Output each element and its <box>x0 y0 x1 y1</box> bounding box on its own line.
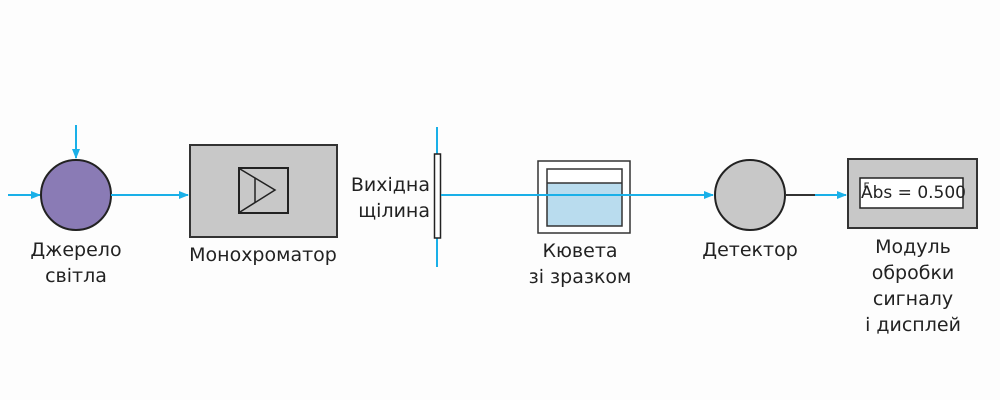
cuvette-liquid <box>547 183 622 226</box>
slit-label-line1: Вихідна <box>350 174 430 196</box>
display-value: Abs = 0.500 <box>861 183 966 203</box>
exit-slit <box>433 153 442 239</box>
processor-label: Модуль обробки сигналу і дисплей <box>853 234 973 338</box>
processor-label-line2: обробки <box>871 262 955 284</box>
source-label-line2: світла <box>45 265 107 287</box>
cuvette-inner <box>546 168 623 227</box>
cuvette-label-line2: зі зразком <box>528 266 632 288</box>
processor-label-line4: і дисплей <box>865 314 961 336</box>
processor-label-line1: Модуль <box>875 236 951 258</box>
cuvette-label: Кювета зі зразком <box>510 238 650 290</box>
prism-icon <box>239 168 277 213</box>
display-screen <box>859 177 964 209</box>
monochromator-label: Монохроматор <box>189 244 337 266</box>
source-label: Джерело світла <box>16 237 136 289</box>
slit-label: Вихідна щілина <box>330 172 430 224</box>
source-label-line1: Джерело <box>30 239 122 261</box>
detector-label: Детектор <box>702 239 798 261</box>
processor-label-line3: сигналу <box>872 288 954 310</box>
display-cursor <box>864 182 869 188</box>
prism-frame <box>238 167 289 214</box>
cuvette-label-line1: Кювета <box>542 240 618 262</box>
detector-icon <box>714 159 786 231</box>
slit-label-line2: щілина <box>358 200 430 222</box>
light-source-icon <box>40 159 112 231</box>
